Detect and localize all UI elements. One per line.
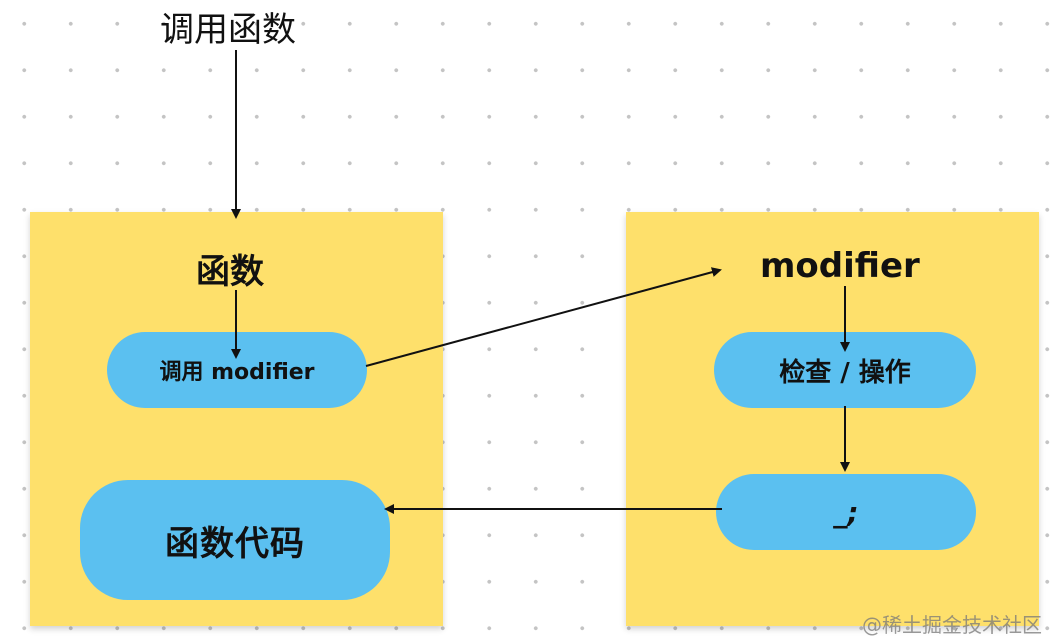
function-title: 函数	[196, 252, 264, 292]
modifier-panel	[626, 212, 1039, 626]
arrow-call-to-modifier	[365, 267, 722, 367]
watermark: @稀土掘金技术社区	[862, 613, 1042, 637]
placeholder-label: _;	[833, 495, 859, 529]
function-code-label: 函数代码	[165, 523, 305, 564]
check-operation-label: 检查 / 操作	[779, 357, 911, 388]
modifier-title: modifier	[760, 246, 920, 286]
call-function-label: 调用函数	[160, 10, 296, 50]
placeholder-node: _;	[716, 474, 976, 550]
call-modifier-label: 调用 modifier	[159, 360, 315, 385]
function-code-node: 函数代码	[80, 480, 390, 600]
